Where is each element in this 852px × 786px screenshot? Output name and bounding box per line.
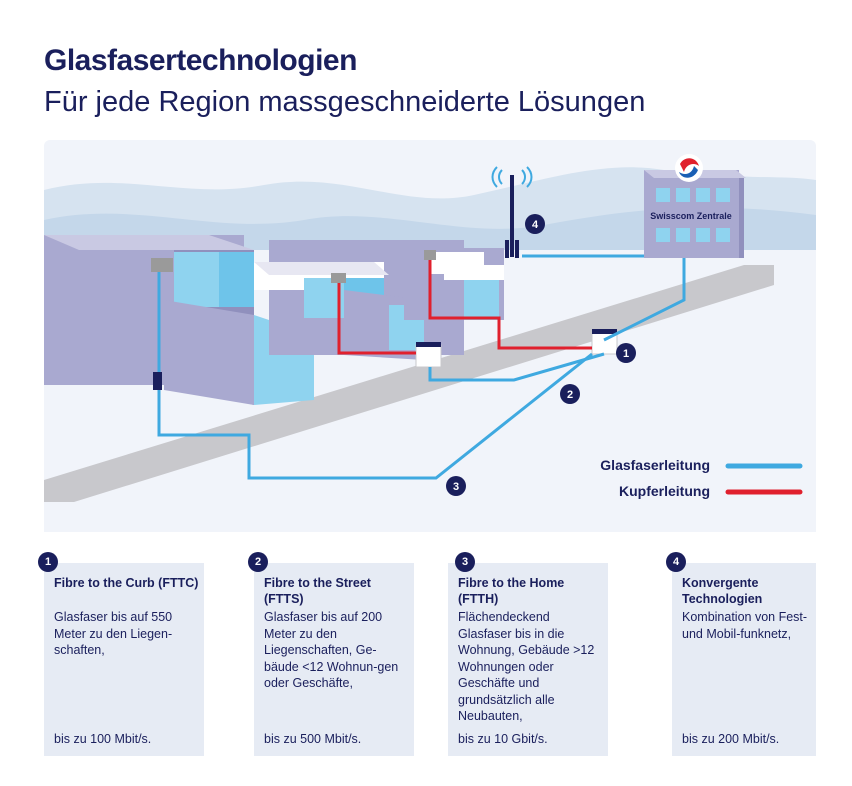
building-label: Swisscom Zentrale (650, 211, 732, 221)
legend-fiber-label: Glasfaserleitung (600, 457, 710, 473)
card-speed: bis zu 10 Gbit/s. (458, 732, 548, 746)
distribution-box (331, 273, 346, 283)
antenna-tower-icon (491, 166, 533, 258)
card-text: Kombination von Fest- und Mobil-funknetz… (682, 610, 808, 641)
card-title: Fibre to the Street (FTTS) (264, 576, 371, 606)
marker-3: 3 (446, 476, 466, 496)
card-ftts: Fibre to the Street (FTTS) Glasfaser bis… (254, 563, 414, 756)
swisscom-logo-icon (675, 154, 703, 182)
curb-connector (153, 372, 162, 390)
card-number-1: 1 (38, 552, 58, 572)
card-speed: bis zu 500 Mbit/s. (264, 732, 362, 746)
card-title: Fibre to the Curb (FTTC) (54, 576, 199, 590)
network-illustration: Swisscom Zentrale 1 2 3 (44, 140, 816, 532)
svg-text:3: 3 (453, 481, 459, 493)
legend-copper-label: Kupferleitung (619, 483, 710, 499)
road (44, 265, 774, 502)
marker-2: 2 (560, 384, 580, 404)
page-title: Glasfasertechnologien (44, 44, 357, 77)
card-speed: bis zu 100 Mbit/s. (54, 732, 152, 746)
street-cabinet (415, 342, 442, 368)
card-title: Fibre to the Home (FTTH) (458, 576, 565, 606)
fiber-line (603, 258, 686, 342)
card-text: Glasfaser bis auf 200 Meter zu den Liege… (264, 610, 399, 690)
page-subtitle: Für jede Region massgeschneiderte Lösung… (44, 86, 646, 118)
card-ftth: Fibre to the Home (FTTH) Flächendeckend … (448, 563, 608, 756)
copper-line (428, 260, 592, 350)
copper-line (337, 283, 416, 355)
svg-text:1: 1 (623, 348, 629, 360)
card-number-2: 2 (248, 552, 268, 572)
card-speed: bis zu 200 Mbit/s. (682, 732, 780, 746)
svg-text:4: 4 (532, 219, 539, 231)
card-text: Glasfaser bis auf 550 Meter zu den Liege… (54, 610, 173, 657)
street-cabinet (591, 329, 618, 355)
card-number-4: 4 (666, 552, 686, 572)
card-title: Konvergente Technologien (682, 576, 763, 606)
card-convergent: Konvergente Technologien Kombination von… (672, 563, 816, 756)
fiber-line (157, 352, 593, 480)
card-fttc: Fibre to the Curb (FTTC) Glasfaser bis a… (44, 563, 204, 756)
marker-1: 1 (616, 343, 636, 363)
marker-4: 4 (525, 214, 545, 234)
distribution-box (151, 258, 173, 272)
svg-text:2: 2 (567, 389, 573, 401)
card-number-3: 3 (455, 552, 475, 572)
fiber-line (428, 352, 605, 382)
card-text: Flächendeckend Glasfaser bis in die Wohn… (458, 610, 595, 723)
distribution-box (424, 250, 436, 260)
